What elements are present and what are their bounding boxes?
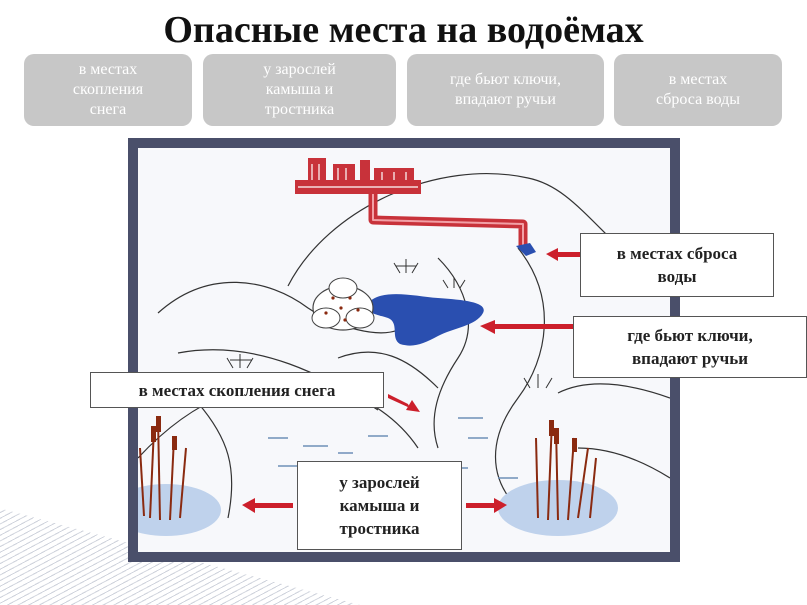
snow-bush-icon <box>311 277 375 331</box>
tile-snow[interactable]: в местах скопления снега <box>24 54 192 126</box>
factory-icon <box>295 158 421 194</box>
tile-water-discharge[interactable]: в местах сброса воды <box>614 54 782 126</box>
tile-reeds[interactable]: у зарослей камыша и тростника <box>203 54 396 126</box>
pointer-arrows <box>242 248 580 513</box>
label-water-discharge: в местах сброса воды <box>580 233 774 297</box>
pond <box>366 294 484 346</box>
tile-springs[interactable]: где бьют ключи, впадают ручьи <box>407 54 604 126</box>
label-springs: где бьют ключи, впадают ручьи <box>573 316 807 378</box>
label-reeds: у зарослей камыша и тростника <box>297 461 462 550</box>
reeds-right-icon <box>498 419 618 536</box>
reeds-left-icon <box>138 416 221 536</box>
page-title: Опасные места на водоёмах <box>163 9 644 51</box>
shrub-icon <box>226 259 553 389</box>
label-snow: в местах скопления снега <box>90 372 384 408</box>
